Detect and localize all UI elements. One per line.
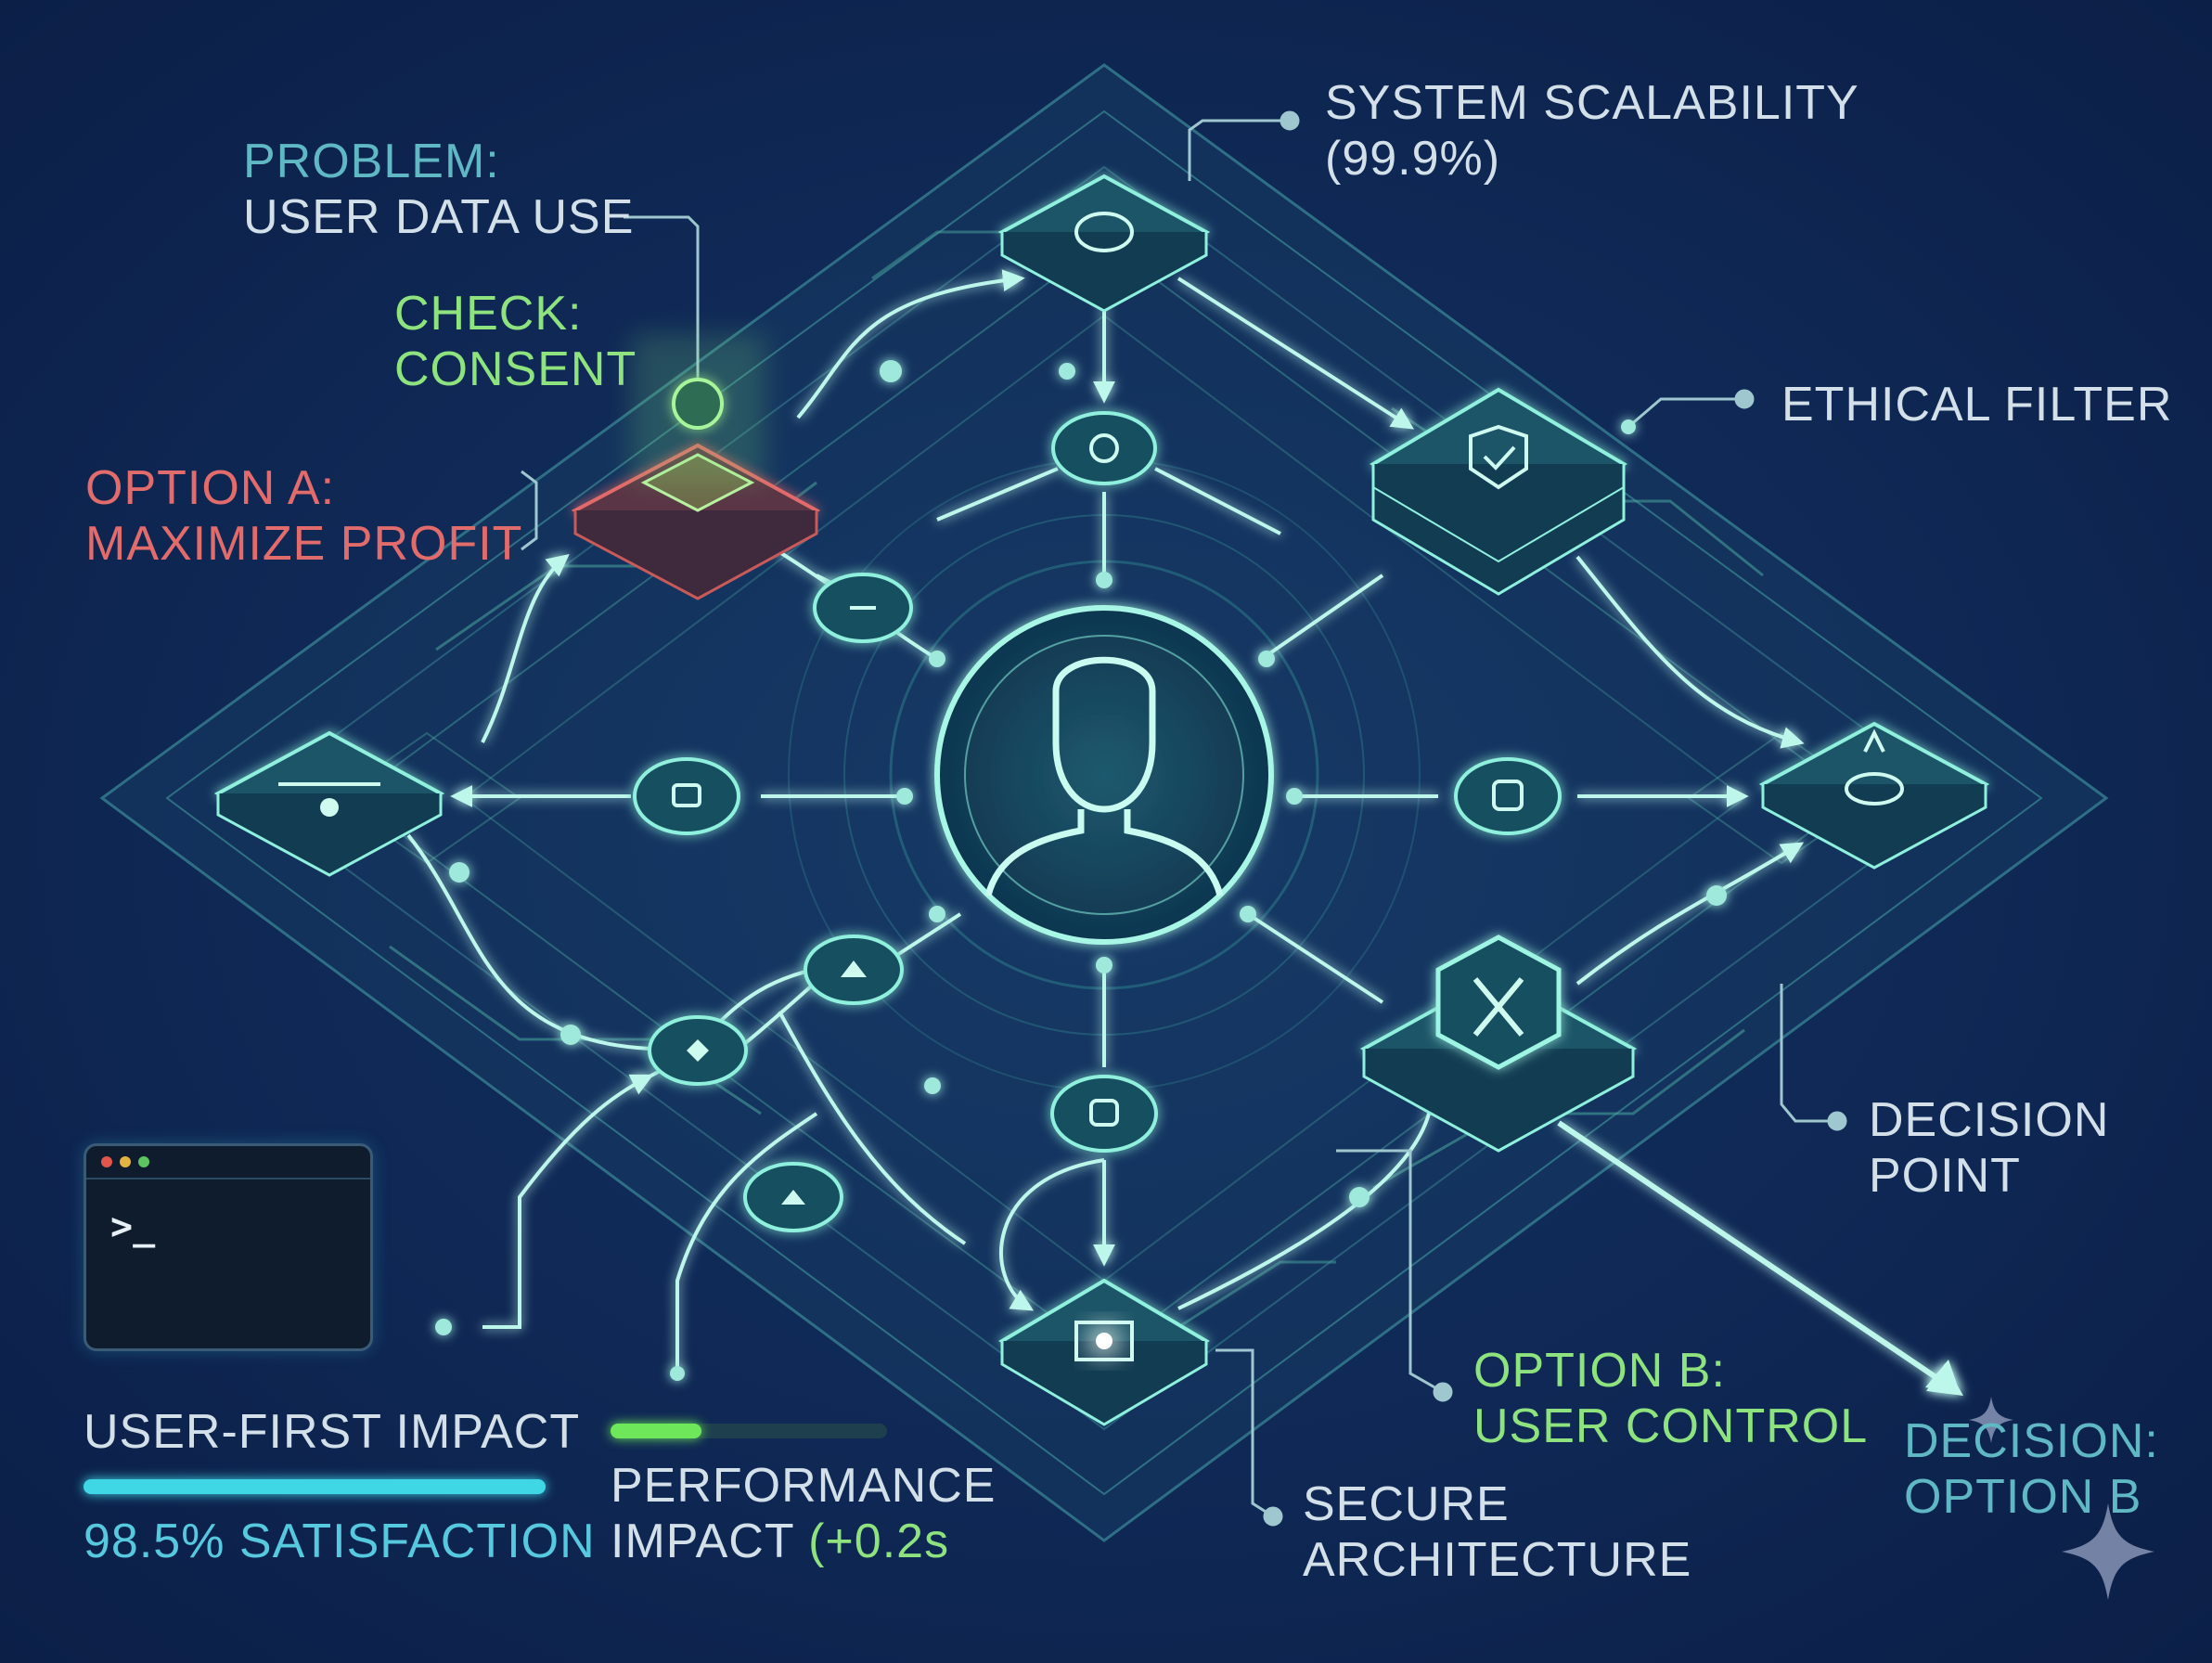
secure-line2: ARCHITECTURE	[1303, 1533, 1692, 1587]
satisfaction-label: 98.5% SATISFACTION	[84, 1515, 596, 1568]
user-first-label: USER-FIRST IMPACT	[84, 1405, 581, 1459]
problem-text: USER DATA USE	[243, 190, 635, 244]
terminal-titlebar	[86, 1146, 370, 1180]
lock-node-icon	[633, 757, 740, 835]
eye-scan-icon	[1051, 411, 1157, 485]
link-node-icon	[813, 573, 913, 643]
decision-arrowhead	[1925, 1360, 1960, 1392]
performance-impact-value: (+0.2s	[808, 1515, 950, 1568]
maximize-dot-icon	[138, 1156, 149, 1167]
option-a-text: MAXIMIZE PROFIT	[85, 517, 523, 571]
lock-eye-icon	[1758, 721, 1990, 870]
database-node-icon	[1050, 1075, 1158, 1153]
performance-line1: PERFORMANCE	[611, 1459, 997, 1513]
check-title: CHECK:	[394, 287, 583, 341]
cloud-node-icon	[743, 1162, 843, 1232]
check-text: CONSENT	[394, 342, 637, 396]
ethical-filter-label: ETHICAL FILTER	[1781, 378, 2173, 432]
user-first-bar-fill	[84, 1479, 546, 1494]
scalability-value: (99.9%)	[1325, 132, 1501, 186]
performance-impact-text: IMPACT	[611, 1515, 794, 1568]
option-a-title: OPTION A:	[85, 461, 336, 515]
connector-dots	[435, 360, 1727, 1381]
sparkle-icon	[1969, 1397, 2154, 1600]
decision-point-line1: DECISION	[1869, 1093, 2110, 1147]
performance-bar-fill	[611, 1424, 702, 1438]
warning-node-icon	[571, 334, 821, 600]
user-first-bar	[84, 1479, 546, 1494]
tools-shield-icon	[1359, 935, 1638, 1153]
arrow-node-icon	[804, 935, 904, 1005]
performance-bar	[611, 1424, 887, 1438]
decision-title: DECISION:	[1904, 1414, 2159, 1468]
large-nodes	[213, 174, 1990, 1426]
minimize-dot-icon	[120, 1156, 131, 1167]
terminal-prompt: >_	[110, 1205, 156, 1248]
performance-line2: IMPACT (+0.2s	[611, 1513, 949, 1570]
shield-check-icon	[1370, 387, 1627, 596]
top-server-node	[997, 174, 1211, 313]
small-nodes	[633, 411, 1562, 1232]
option-b-text: USER CONTROL	[1473, 1399, 1869, 1453]
sync-node-icon	[1454, 757, 1562, 835]
problem-title: PROBLEM:	[243, 135, 500, 188]
scalability-title: SYSTEM SCALABILITY	[1325, 76, 1859, 130]
chip-icon	[998, 1278, 1210, 1426]
user-avatar-icon	[934, 605, 1274, 945]
terminal-window: >_	[84, 1143, 373, 1351]
close-dot-icon	[101, 1156, 112, 1167]
connections	[406, 269, 1963, 1397]
decision-point-line2: POINT	[1869, 1149, 2021, 1203]
dashboard-icon	[213, 730, 445, 877]
secure-line1: SECURE	[1303, 1477, 1510, 1531]
decision-text: OPTION B	[1904, 1470, 2142, 1524]
diamond-node-icon	[648, 1015, 748, 1086]
leader-lines	[521, 110, 1847, 1527]
option-b-title: OPTION B:	[1473, 1344, 1726, 1398]
